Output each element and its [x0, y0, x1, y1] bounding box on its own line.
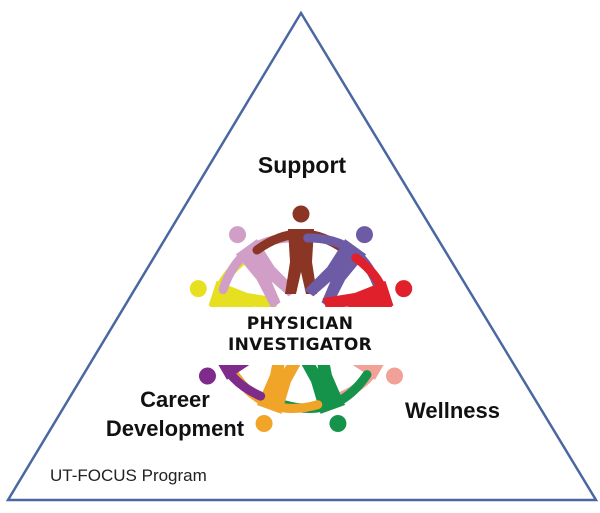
- program-footer: UT-FOCUS Program: [50, 466, 207, 485]
- person-body: [285, 229, 317, 294]
- label-support: Support: [257, 152, 347, 178]
- label-career-development: Career Development: [90, 385, 260, 443]
- career-line2: Development: [105, 416, 245, 441]
- triangle: [5, 10, 599, 502]
- person-head: [255, 414, 273, 432]
- person-head: [329, 414, 347, 432]
- person-head: [386, 367, 404, 385]
- label-physician-investigator: PHYSICIAN INVESTIGATOR: [200, 314, 400, 356]
- label-wellness: Wellness: [405, 398, 500, 423]
- person-head: [355, 226, 373, 244]
- person-head: [395, 280, 413, 298]
- person-head: [229, 226, 247, 244]
- person-head: [189, 280, 207, 298]
- person-body: [304, 239, 367, 309]
- person-body: [235, 239, 298, 309]
- career-line1: Career: [140, 387, 210, 412]
- person-head: [292, 205, 310, 223]
- center-band: [190, 307, 412, 365]
- center-line2: INVESTIGATOR: [227, 335, 373, 355]
- person-head: [198, 367, 216, 385]
- center-line1: PHYSICIAN: [246, 314, 354, 334]
